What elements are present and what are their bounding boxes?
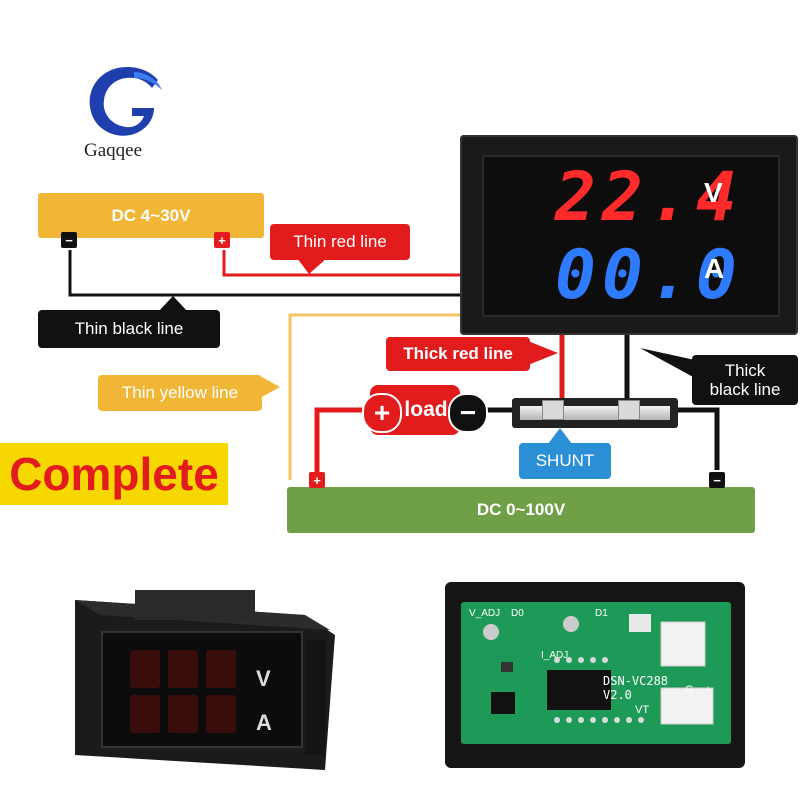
pcb-plus: + — [705, 684, 712, 696]
dc-output-label: DC 0~100V — [476, 500, 566, 519]
brand-logo: Gaqqee — [82, 62, 172, 172]
wiring-diagram — [68, 250, 720, 480]
dc-output-box: DC 0~100V — [287, 487, 755, 533]
pcb-vt: VT — [635, 704, 650, 716]
complete-box: Complete — [0, 443, 228, 505]
shunt-black-wire — [670, 407, 720, 470]
output-red-wire — [314, 407, 368, 478]
dc-output-minus-terminal: − — [709, 472, 725, 488]
thin-red-line-label: Thin red line — [293, 232, 387, 251]
voltage-readout: 22.4 — [555, 158, 743, 237]
thin-black-wire — [68, 250, 465, 297]
thin-yellow-wire — [288, 313, 465, 480]
thin-yellow-line-label: Thin yellow line — [121, 383, 239, 402]
meter-photo: V A — [60, 570, 340, 780]
dc-input-box: DC 4~30V — [38, 193, 264, 238]
complete-label: Complete — [9, 448, 219, 500]
pcb-components — [483, 614, 714, 725]
dc-input-plus-terminal: + — [214, 232, 230, 248]
thick-black-line-label-1: Thick — [724, 361, 766, 380]
dc-output-plus-terminal: + — [309, 472, 325, 488]
shunt-label-box: SHUNT — [519, 443, 611, 479]
load-minus-icon: − — [448, 393, 488, 433]
thick-black-line-label-2: black line — [709, 380, 781, 399]
pcb-v-adj: V_ADJ — [469, 608, 501, 619]
thin-red-callout-pointer — [297, 258, 327, 274]
dc-input-minus-terminal: − — [61, 232, 77, 248]
photo-meter-a: A — [256, 710, 272, 735]
thin-red-line-label-box: Thin red line — [270, 224, 410, 260]
load-plus-icon: + — [362, 393, 402, 433]
meter-housing-illustration — [75, 590, 335, 770]
brand-name: Gaqqee — [84, 140, 143, 161]
thick-red-line-label: Thick red line — [403, 344, 513, 363]
pcb-version: V2.0 — [603, 688, 632, 702]
thin-red-wire — [222, 250, 465, 277]
thick-red-line-label-box: Thick red line — [386, 337, 530, 371]
voltage-unit: V — [704, 177, 723, 208]
photo-meter-v: V — [256, 666, 271, 691]
thin-black-callout-pointer — [158, 296, 188, 312]
pcb-d1: D1 — [595, 608, 608, 619]
thick-black-line-label-box: Thick black line — [692, 355, 798, 405]
shunt-callout-pointer — [548, 428, 572, 444]
meter-display: 22.4 V 00.0 A — [460, 135, 798, 335]
dc-input-label: DC 4~30V — [111, 205, 191, 225]
shunt-label: SHUNT — [535, 451, 595, 470]
pcb-d0: D0 — [511, 608, 524, 619]
thin-yellow-callout-pointer — [260, 376, 280, 398]
pcb-g: G — [685, 684, 694, 696]
current-readout: 00.0 — [555, 236, 743, 315]
thin-black-line-label-box: Thin black line — [38, 310, 220, 348]
thin-yellow-line-label-box: Thin yellow line — [98, 375, 262, 411]
shunt-resistor — [512, 398, 678, 428]
thick-black-callout-pointer — [640, 348, 695, 378]
pcb-photo: V_ADJ D0 D1 I_ADJ DSN-VC288 V2.0 VT G + — [445, 582, 745, 768]
thick-red-callout-pointer — [528, 341, 558, 365]
current-unit: A — [704, 253, 725, 284]
load-label: load — [404, 398, 448, 421]
thin-black-line-label: Thin black line — [74, 319, 184, 338]
brand-logo-icon — [89, 67, 162, 136]
pcb-model: DSN-VC288 — [603, 674, 669, 688]
pcb-i-adj: I_ADJ — [541, 650, 569, 661]
